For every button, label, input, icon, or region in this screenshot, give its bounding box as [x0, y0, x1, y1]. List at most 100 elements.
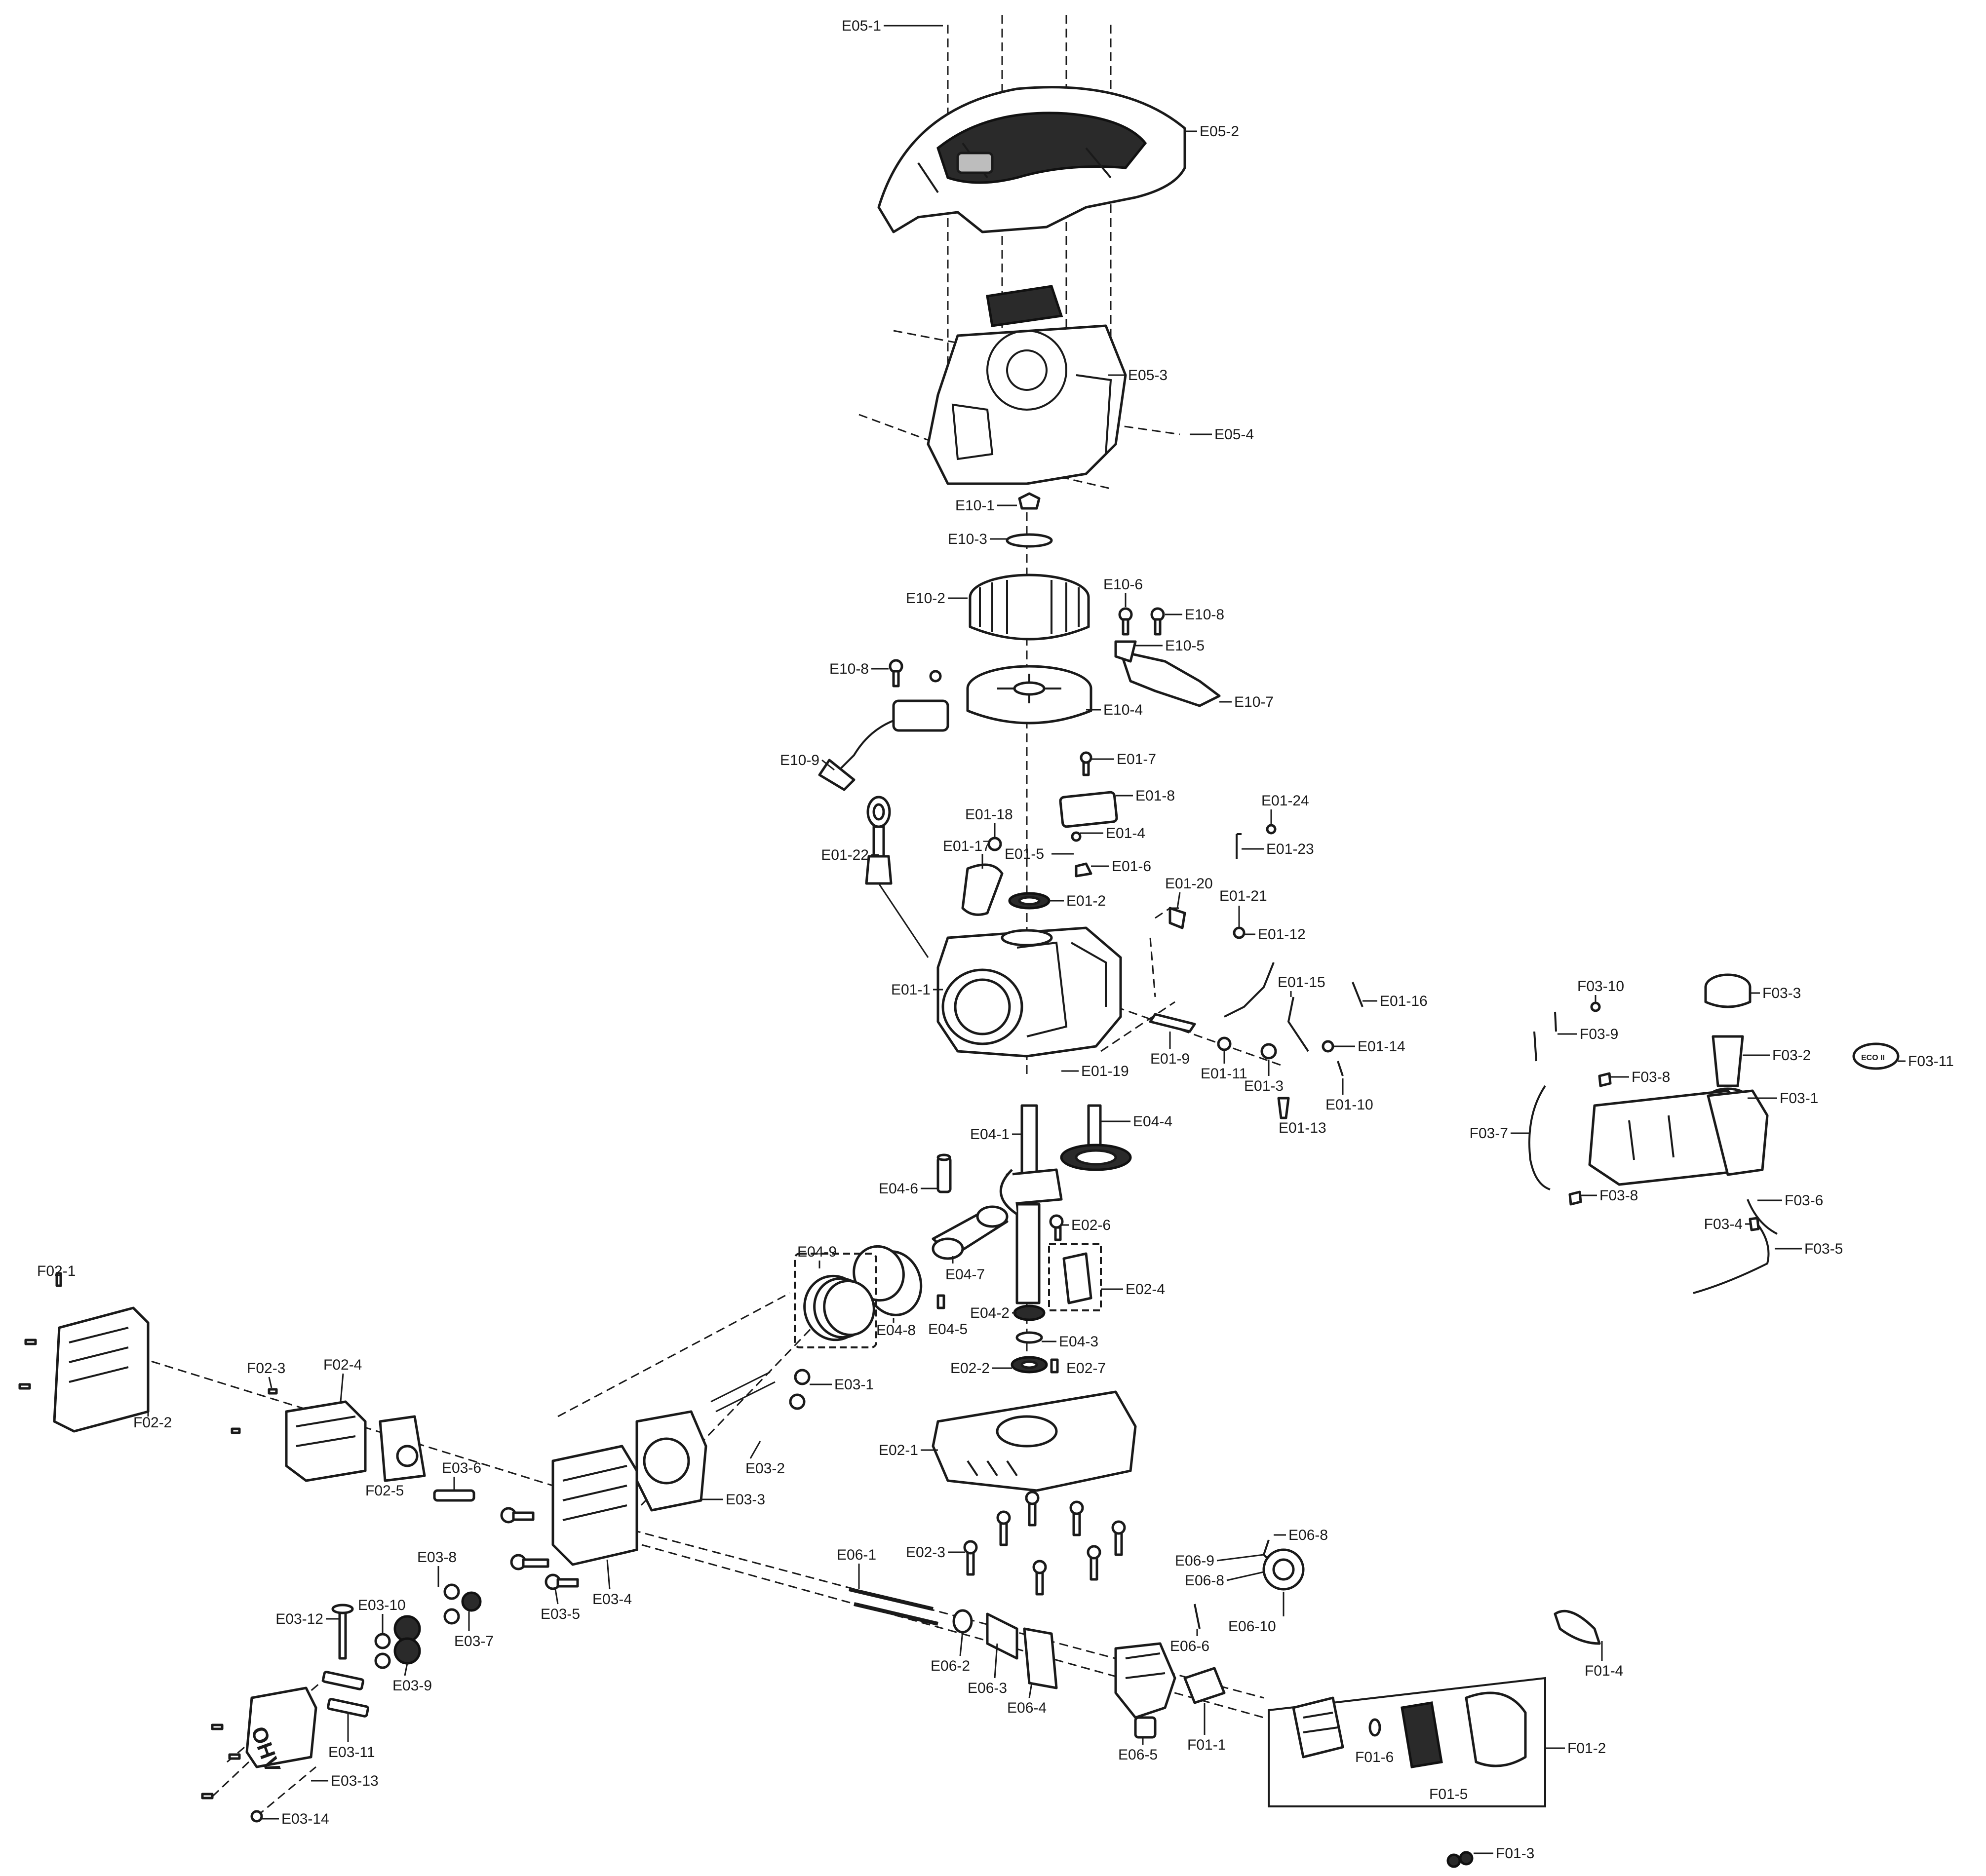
- label-f03-8-bottom: F03-8: [1599, 1187, 1638, 1204]
- label-e02-2: E02-2: [950, 1360, 990, 1377]
- label-e04-2: E04-2: [970, 1305, 1010, 1321]
- label-f03-4: F03-4: [1704, 1216, 1743, 1232]
- label-f03-6: F03-6: [1785, 1192, 1823, 1209]
- label-e05-1: E05-1: [842, 18, 881, 34]
- label-f01-3: F01-3: [1496, 1845, 1534, 1862]
- label-e01-6: E01-6: [1112, 858, 1151, 875]
- label-e10-4: E10-4: [1103, 702, 1143, 718]
- label-f01-5: F01-5: [1429, 1786, 1468, 1802]
- label-e03-6: E03-6: [442, 1460, 481, 1476]
- label-e04-6: E04-6: [879, 1181, 918, 1197]
- label-e01-2: E01-2: [1066, 893, 1106, 909]
- label-e03-11: E03-11: [328, 1744, 375, 1761]
- label-e01-17: E01-17: [943, 838, 991, 854]
- label-e01-22: E01-22: [821, 847, 869, 863]
- label-f03-7: F03-7: [1470, 1125, 1508, 1142]
- label-e10-6: E10-6: [1103, 576, 1143, 593]
- label-f01-6: F01-6: [1355, 1749, 1394, 1765]
- label-f02-2: F02-2: [133, 1415, 172, 1431]
- cylinder-head: [433, 1369, 811, 1590]
- label-e10-7: E10-7: [1234, 694, 1274, 710]
- label-e04-1: E04-1: [970, 1126, 1010, 1143]
- label-f01-2: F01-2: [1567, 1740, 1606, 1757]
- rocker-cover: OHV: [201, 1671, 369, 1823]
- label-e05-2: E05-2: [1200, 123, 1239, 140]
- blower-housing: [927, 285, 1127, 485]
- label-e01-18: E01-18: [965, 806, 1013, 823]
- governor-gear: [1011, 1214, 1102, 1374]
- label-e06-1: E06-1: [837, 1547, 876, 1563]
- label-e01-19: E01-19: [1081, 1063, 1129, 1079]
- label-e06-8-top: E06-8: [1288, 1527, 1328, 1543]
- label-e03-8: E03-8: [417, 1549, 457, 1566]
- label-f02-3: F02-3: [247, 1360, 285, 1377]
- crankshaft: [999, 1104, 1063, 1304]
- valve-train: [331, 1583, 482, 1669]
- label-f03-10: F03-10: [1577, 978, 1624, 995]
- label-f03-11: F03-11: [1908, 1053, 1954, 1070]
- oil-pan: [932, 1390, 1137, 1492]
- ignition-coil: [818, 659, 949, 791]
- muffler-body: [231, 1388, 426, 1482]
- label-e10-8-right: E10-8: [1185, 607, 1224, 623]
- assembly-guide-lines: [138, 15, 1284, 1817]
- label-e03-2: E03-2: [745, 1460, 785, 1477]
- label-e05-4: E05-4: [1214, 426, 1254, 443]
- label-e05-3: E05-3: [1128, 367, 1168, 383]
- label-e02-7: E02-7: [1066, 1360, 1106, 1377]
- label-e04-9: E04-9: [797, 1244, 837, 1260]
- label-e01-11: E01-11: [1201, 1066, 1247, 1082]
- label-e01-13: E01-13: [1279, 1120, 1326, 1136]
- intake-studs: [849, 1587, 1058, 1689]
- label-f01-1: F01-1: [1187, 1737, 1226, 1753]
- cap-decal-text: ECO II: [1861, 1054, 1885, 1062]
- label-e03-7: E03-7: [454, 1633, 494, 1649]
- callout-labels: E05-1 E05-2 E05-3 E05-4 E10-1 E10-3 E10-…: [37, 18, 1954, 1862]
- label-f03-5: F03-5: [1804, 1241, 1843, 1257]
- label-e01-5: E01-5: [1005, 846, 1044, 862]
- throttle-plate: [1114, 607, 1221, 707]
- muffler-heat-shield: [18, 1272, 150, 1433]
- label-e04-3: E04-3: [1059, 1334, 1098, 1350]
- camshaft: [1060, 1104, 1132, 1171]
- label-e01-12: E01-12: [1258, 926, 1306, 943]
- label-e01-3: E01-3: [1244, 1078, 1284, 1094]
- dipstick: [865, 796, 929, 958]
- label-e04-5: E04-5: [928, 1321, 968, 1338]
- label-e10-1: E10-1: [955, 498, 995, 514]
- label-e03-12: E03-12: [275, 1611, 323, 1627]
- label-e03-3: E03-3: [726, 1492, 765, 1508]
- label-f03-9: F03-9: [1580, 1026, 1618, 1042]
- label-e01-10: E01-10: [1325, 1097, 1373, 1113]
- label-e01-21: E01-21: [1219, 888, 1267, 904]
- label-e02-4: E02-4: [1126, 1281, 1165, 1298]
- label-f02-1: F02-1: [37, 1263, 76, 1279]
- label-f01-4: F01-4: [1585, 1663, 1623, 1679]
- label-e02-6: E02-6: [1071, 1217, 1111, 1233]
- label-e01-20: E01-20: [1165, 876, 1213, 892]
- label-e01-16: E01-16: [1380, 993, 1428, 1009]
- label-e03-13: E03-13: [331, 1773, 379, 1789]
- label-e01-8: E01-8: [1135, 788, 1175, 804]
- piston-and-rings: [794, 1245, 945, 1348]
- label-e06-5: E06-5: [1118, 1747, 1158, 1763]
- label-e03-4: E03-4: [592, 1591, 632, 1608]
- label-e01-23: E01-23: [1266, 841, 1314, 857]
- label-e06-9: E06-9: [1175, 1553, 1214, 1569]
- label-f03-2: F03-2: [1772, 1047, 1811, 1064]
- label-e06-4: E06-4: [1007, 1700, 1047, 1716]
- label-e02-3: E02-3: [906, 1544, 945, 1561]
- label-e01-7: E01-7: [1117, 751, 1156, 767]
- label-f02-5: F02-5: [365, 1483, 404, 1499]
- fuel-tank-group: ECO II: [1528, 973, 1900, 1294]
- oil-pan-bolts: [963, 1491, 1126, 1596]
- label-f02-4: F02-4: [323, 1357, 362, 1373]
- label-e10-5: E10-5: [1165, 638, 1205, 654]
- label-e01-15: E01-15: [1278, 974, 1325, 991]
- label-e04-4: E04-4: [1133, 1113, 1172, 1130]
- label-e06-3: E06-3: [968, 1680, 1007, 1696]
- label-e03-9: E03-9: [392, 1678, 432, 1694]
- label-e04-7: E04-7: [945, 1266, 985, 1283]
- label-e06-6: E06-6: [1170, 1638, 1209, 1654]
